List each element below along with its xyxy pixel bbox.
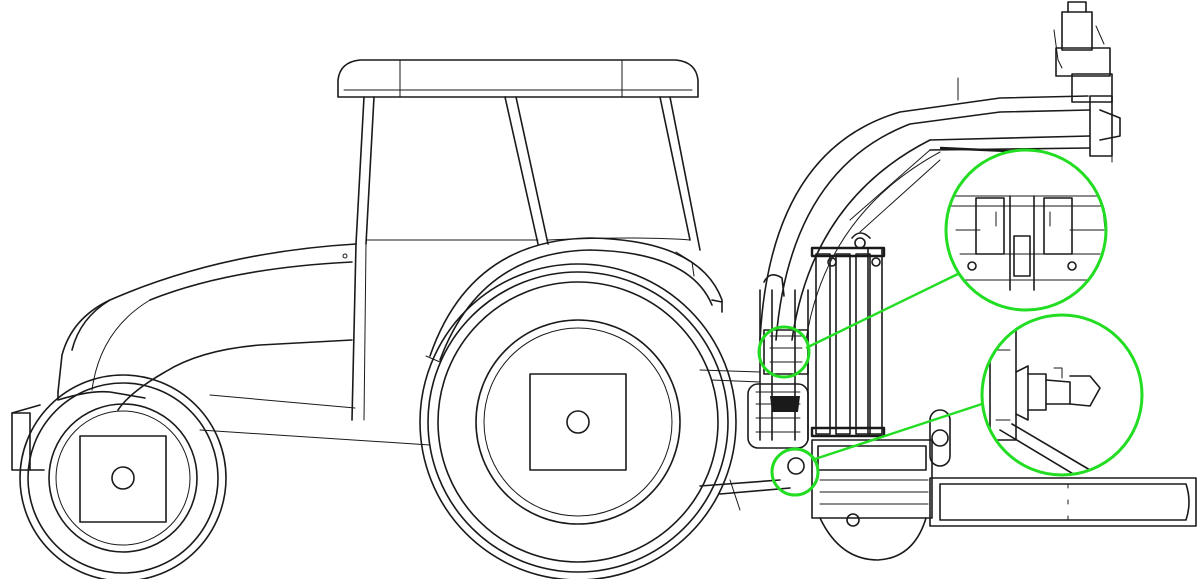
cab-roof	[337, 59, 699, 98]
lower-callout-connector	[811, 402, 983, 462]
upper-callout-connector	[805, 270, 963, 350]
upper-source-marker	[757, 325, 811, 379]
callouts	[757, 148, 1144, 497]
hydraulic-cylinders	[810, 232, 886, 438]
boom-arm	[759, 77, 1091, 341]
hood	[57, 243, 431, 446]
front-bumper	[11, 404, 45, 471]
cab-frame	[351, 96, 701, 421]
rear-wheel	[419, 263, 737, 579]
mast-frame	[747, 274, 809, 449]
chassis	[699, 369, 791, 511]
top-motor	[1053, 1, 1121, 163]
upper-zoom-detail	[944, 148, 1108, 312]
lower-source-marker	[770, 447, 820, 497]
tractor	[11, 59, 791, 579]
front-wheel	[19, 374, 227, 579]
lower-zoom-detail	[980, 313, 1144, 477]
